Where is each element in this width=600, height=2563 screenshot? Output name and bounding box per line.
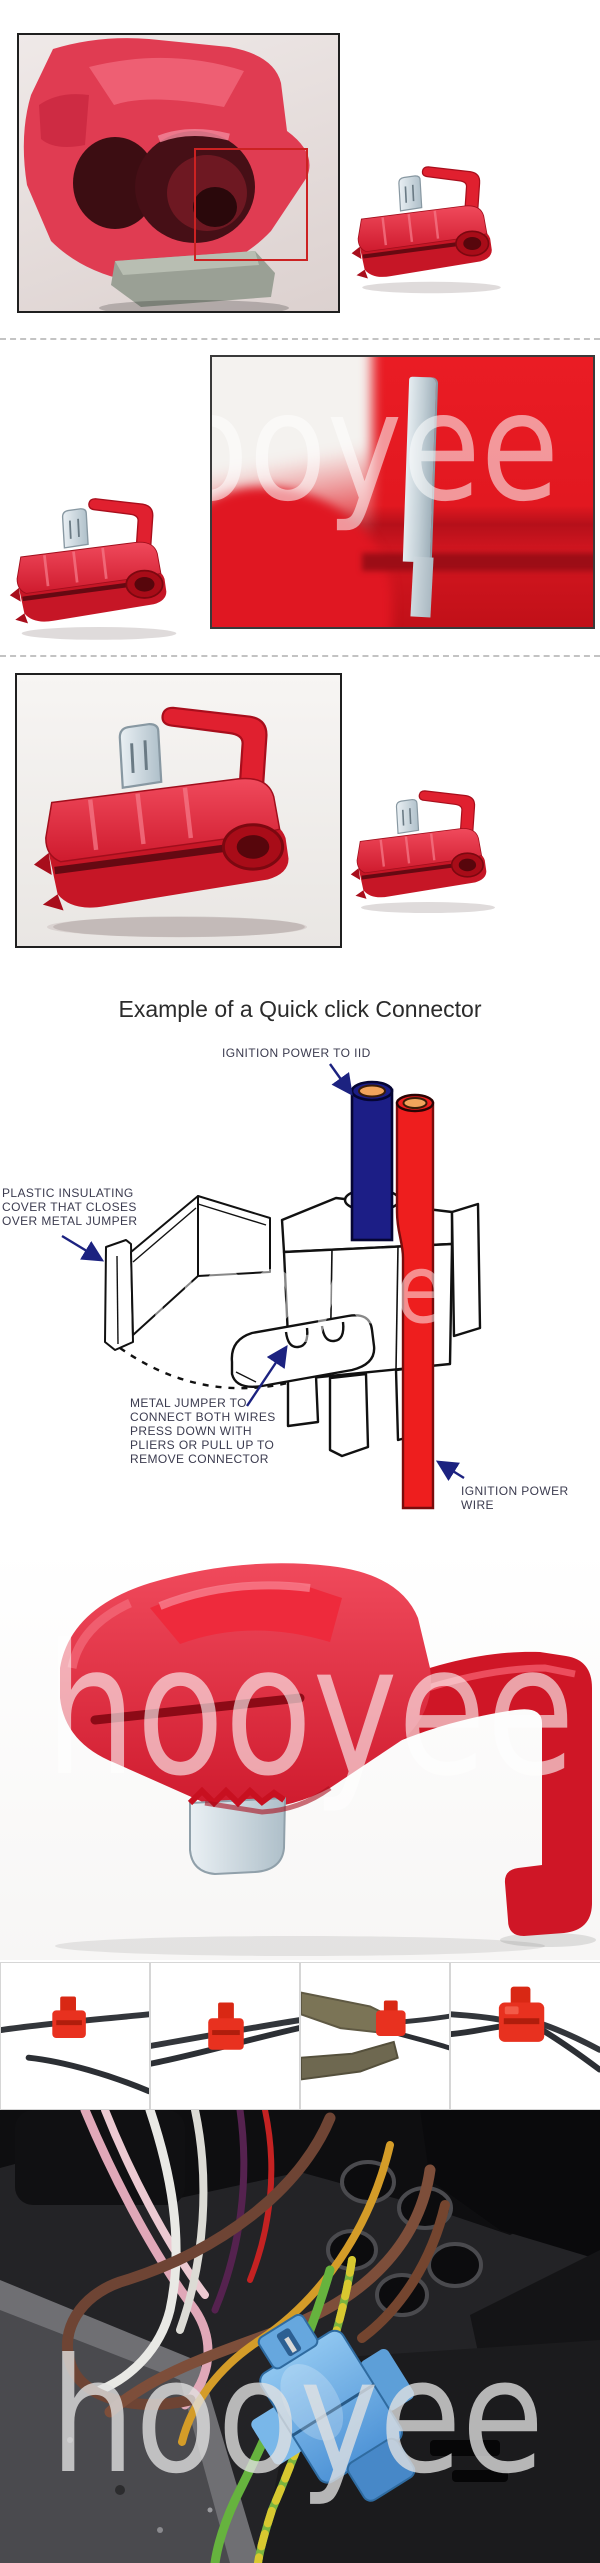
- photo-connector-side-left: [8, 486, 190, 648]
- section-separator: [0, 655, 600, 657]
- photo-engine-bay: hooyee: [0, 2110, 600, 2563]
- label-metal-jumper: METAL JUMPER TO CONNECT BOTH WIRES PRESS…: [130, 1396, 276, 1466]
- photo-connector-side-small-right: [348, 783, 508, 917]
- photo-connector-side-small-top: [350, 158, 513, 298]
- metal-blade-tip: [410, 556, 434, 618]
- label-ignition-power-wire: IGNITION POWER WIRE: [461, 1484, 569, 1512]
- photo-connector-studio: [15, 673, 342, 948]
- step-panel-2: [150, 1962, 300, 2110]
- blue-connector: [251, 2313, 416, 2502]
- connector-studio-illustration: [17, 675, 340, 946]
- photo-blade-macro: hooyee: [210, 355, 595, 629]
- step-panel-3: [300, 1962, 450, 2110]
- diagram-heading: Example of a Quick click Connector: [118, 996, 482, 1022]
- step-panel-4: [450, 1962, 600, 2110]
- photo-connector-large: hooyee: [0, 1548, 600, 1960]
- photo-connector-front-closeup: [17, 33, 340, 313]
- label-plastic-insulating-cover: PLASTIC INSULATING COVER THAT CLOSES OVE…: [2, 1186, 138, 1228]
- annotation-box: [194, 148, 308, 261]
- blade-macro-step-shadow: [362, 553, 593, 571]
- step-panel-1: [0, 1962, 150, 2110]
- quick-click-diagram: hooyee IGNITION POWER TO IID PLASTIC INS…: [0, 1030, 600, 1530]
- usage-steps-strip: [0, 1962, 600, 2110]
- connector-front-illustration: [23, 38, 310, 311]
- label-ignition-power-to-iid: IGNITION POWER TO IID: [222, 1046, 371, 1060]
- section-separator: [0, 338, 600, 340]
